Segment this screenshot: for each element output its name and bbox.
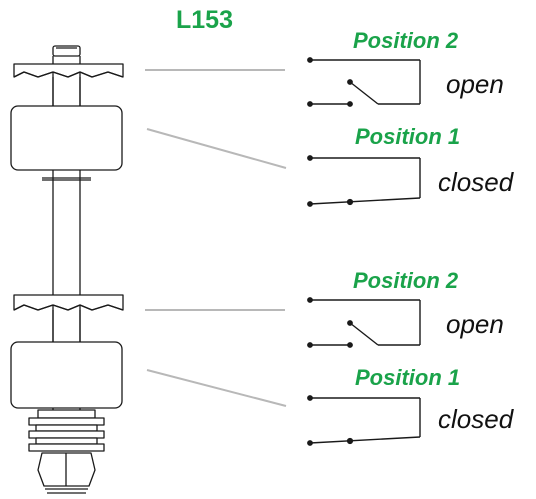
switch-symbol-open [307,297,421,348]
position-label: Position 1 [355,365,461,390]
switch-symbol-open [307,57,421,107]
lower-float [10,341,123,409]
position-label: Position 1 [355,124,461,149]
threaded-fitting [28,409,105,494]
model-title: L153 [176,6,233,34]
leader-line [146,369,287,407]
upper-collar-top [13,63,124,108]
switch-state-label: closed [438,167,514,197]
position-label: Position 2 [353,268,459,293]
position-label: Position 2 [353,28,459,53]
lower-collar [13,294,124,343]
switch-symbol-closed [307,155,421,207]
switch-state-label: open [446,309,504,339]
switch-symbol-closed [307,395,421,446]
switch-state-label: open [446,69,504,99]
switch-state-label: closed [438,404,514,434]
leader-line [146,128,287,169]
upper-float [10,105,123,181]
